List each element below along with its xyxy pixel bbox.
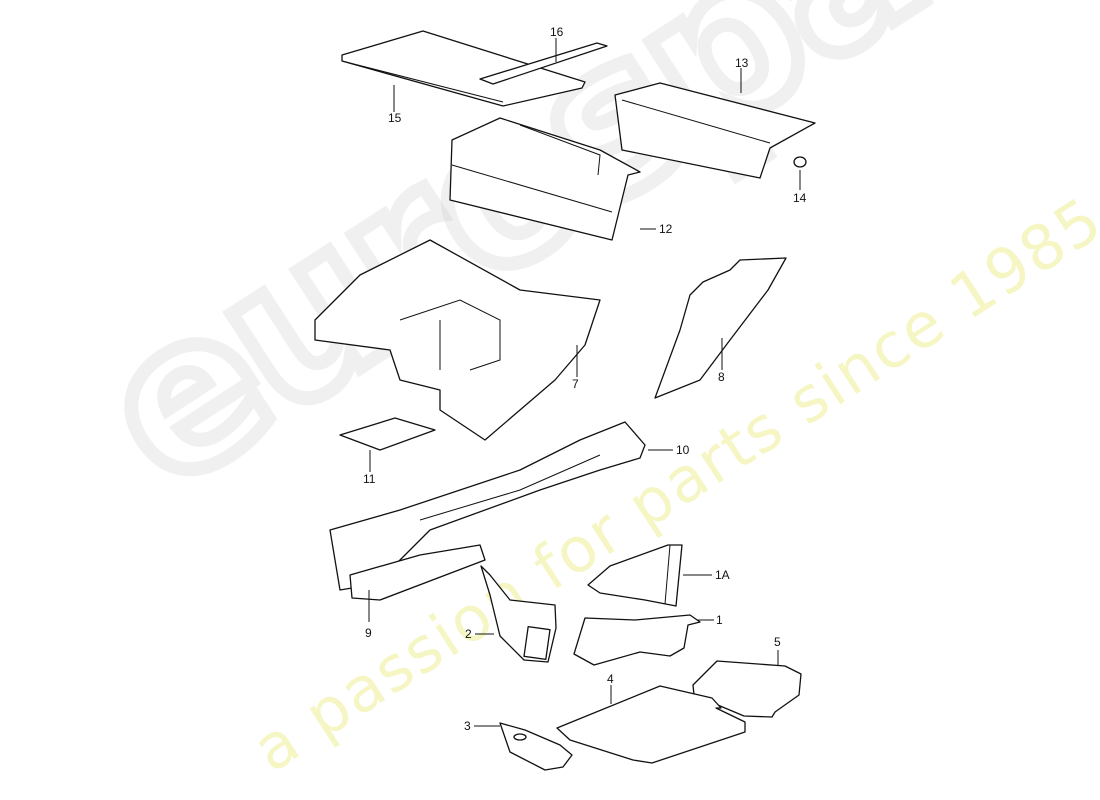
part-11-small-mat[interactable] bbox=[339, 417, 436, 451]
callout-10: 10 bbox=[676, 443, 690, 457]
part-4-mat[interactable] bbox=[556, 685, 746, 764]
callout-4: 4 bbox=[607, 672, 614, 686]
callout-2: 2 bbox=[465, 627, 472, 641]
callout-1: 1 bbox=[716, 613, 723, 627]
callout-9: 9 bbox=[365, 626, 372, 640]
part-9-sill[interactable] bbox=[349, 544, 486, 601]
part-3-plate[interactable] bbox=[499, 722, 573, 771]
part-15-board[interactable] bbox=[341, 30, 586, 107]
callout-12: 12 bbox=[659, 222, 673, 236]
part-12-bulkhead[interactable] bbox=[449, 117, 641, 241]
callout-11: 11 bbox=[363, 472, 376, 486]
part-8-side-panel[interactable] bbox=[654, 257, 787, 399]
callout-1A: 1A bbox=[715, 568, 730, 582]
part-7-floor-mat[interactable] bbox=[314, 239, 601, 441]
callout-8: 8 bbox=[718, 370, 725, 384]
part-16-strip[interactable] bbox=[479, 42, 608, 85]
part-14-clip[interactable] bbox=[793, 156, 807, 168]
part-1A-panel[interactable] bbox=[587, 544, 683, 607]
callout-7: 7 bbox=[572, 377, 579, 391]
part-13-rear-panel[interactable] bbox=[614, 82, 816, 179]
callout-16: 16 bbox=[550, 25, 564, 39]
part-2-bracket[interactable] bbox=[480, 565, 557, 663]
callout-3: 3 bbox=[464, 719, 471, 733]
callout-14: 14 bbox=[793, 191, 807, 205]
leader-lines bbox=[368, 38, 801, 727]
callout-5: 5 bbox=[774, 635, 781, 649]
callout-13: 13 bbox=[735, 56, 749, 70]
callout-15: 15 bbox=[388, 111, 402, 125]
part-1-panel[interactable] bbox=[573, 614, 701, 666]
